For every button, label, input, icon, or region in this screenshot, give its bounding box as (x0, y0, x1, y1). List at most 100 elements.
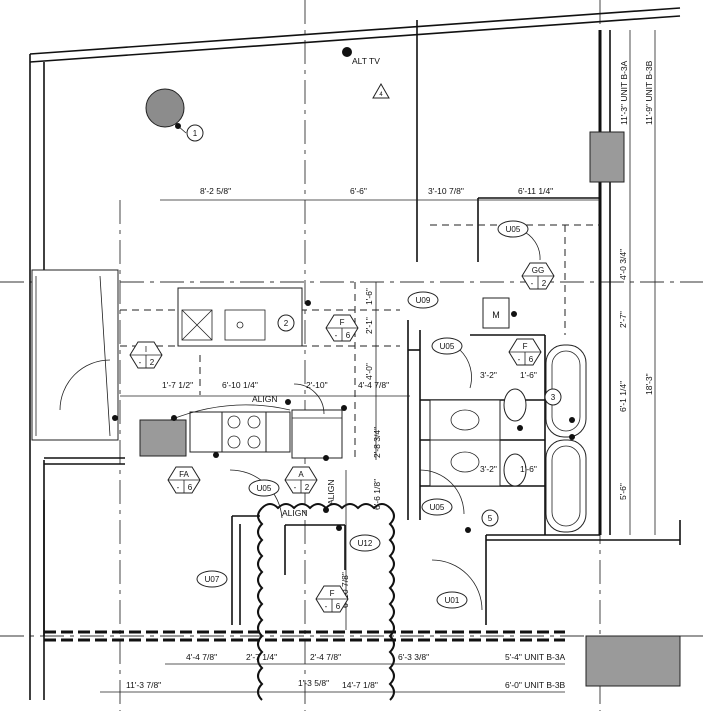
dim-4-0-3: 4'-0 3/4" (618, 249, 628, 280)
door-tags: U05 U09 U05 U05 U05 U12 U07 U01 (196, 220, 529, 609)
hex-tag-f-kitchen: F - 6 (325, 314, 359, 342)
dim-3-10: 3'-10 7/8" (428, 186, 464, 196)
door-tag-u07: U07 (196, 570, 228, 588)
svg-text:-: - (518, 355, 521, 364)
dim-6-3: 6'-3 3/8" (398, 652, 429, 662)
dim-2-7-b: 2'-7 1/4" (246, 652, 277, 662)
svg-text:A: A (298, 470, 304, 479)
svg-text:6: 6 (188, 483, 193, 492)
hex-tag-i: I - 2 (129, 341, 163, 369)
triangle-tag-4: 4 (372, 82, 390, 99)
dim-4-0: 4'-0" (364, 363, 374, 380)
svg-text:U07: U07 (205, 575, 220, 584)
align-label-3: ALIGN (326, 479, 336, 505)
svg-text:-: - (139, 358, 142, 367)
svg-text:F: F (330, 589, 335, 598)
svg-text:U01: U01 (445, 596, 460, 605)
tv-outlet-icon (342, 47, 352, 57)
dim-11-3: 11'-3 7/8" (126, 680, 161, 690)
svg-text:U12: U12 (358, 539, 373, 548)
dim-1-3: 1'-3 5/8" (298, 678, 329, 688)
svg-text:F: F (340, 318, 345, 327)
dim-3-2-b: 3'-2" (480, 464, 497, 474)
junction-dots (112, 300, 575, 533)
svg-text:2: 2 (305, 483, 310, 492)
svg-text:-: - (325, 602, 328, 611)
dim-3-2-a: 3'-2" (480, 370, 497, 380)
svg-text:U05: U05 (257, 484, 272, 493)
dim-14-7: 14'-7 1/8" (342, 680, 378, 690)
door-tag-u09: U09 (407, 291, 439, 309)
svg-text:-: - (335, 331, 338, 340)
dim-2-10: 2'-10" (306, 380, 328, 390)
hex-tags: GG - 2 F - 6 F - 6 F - 6 (129, 262, 555, 613)
dim-6-10-7: 6'-10 7/8" (340, 572, 350, 608)
dimension-labels: 8'-2 5/8" 6'-6" 3'-10 7/8" 6'-11 1/4" 1'… (126, 186, 654, 690)
svg-text:U09: U09 (416, 296, 431, 305)
hex-tag-f-closet: F - 6 (315, 585, 349, 613)
dim-2-7: 2'-7" (618, 311, 628, 328)
svg-text:U05: U05 (440, 342, 455, 351)
svg-text:U05: U05 (430, 503, 445, 512)
door-tag-u05-top: U05 (497, 220, 529, 238)
hex-tag-fa: FA - 6 (167, 466, 201, 494)
circle-tag-5: 5 (481, 509, 499, 527)
dim-2-8: 2'-8 3/4" (372, 427, 382, 458)
note-labels: ALT TV ALIGN ALIGN ALIGN (252, 56, 380, 518)
dim-6-6: 6'-6" (350, 186, 367, 196)
svg-text:3: 3 (551, 393, 556, 402)
svg-text:6: 6 (529, 355, 534, 364)
align-label-1: ALIGN (252, 394, 278, 404)
dim-1-6-c: 1'-6" (520, 464, 537, 474)
kitchen (139, 287, 343, 459)
dim-1-7: 1'-7 1/2" (162, 380, 193, 390)
door-tag-u05-kitchen: U05 (248, 479, 280, 497)
circle-tags: 1 2 3 5 M 4 (175, 47, 562, 527)
door-tag-u12: U12 (349, 534, 381, 552)
exterior-walls (29, 7, 681, 700)
hex-tag-f-bath: F - 6 (508, 338, 542, 366)
dim-4-4: 4'-4 7/8" (358, 380, 389, 390)
svg-text:-: - (177, 483, 180, 492)
dim-8-2: 8'-2 5/8" (200, 186, 231, 196)
door-tag-u05-mid: U05 (431, 337, 463, 355)
dim-6-1: 6'-1 1/4" (618, 381, 628, 412)
unit-b3b-bottom-label: 6'-0" UNIT B-3B (505, 680, 566, 690)
unit-labels: 11'-3" UNIT B-3A 11'-9" UNIT B-3B 5'-4" … (505, 60, 654, 690)
circle-tag-1: 1 (186, 124, 204, 142)
dim-4-4-b: 4'-4 7/8" (186, 652, 217, 662)
svg-text:6: 6 (336, 602, 341, 611)
circle-tag-3: 3 (544, 388, 562, 406)
dim-2-4: 2'-4 7/8" (310, 652, 341, 662)
svg-text:I: I (145, 345, 147, 354)
dim-6-10-4: 6'-10 1/4" (222, 380, 258, 390)
svg-text:1: 1 (193, 129, 198, 138)
hex-tag-a: A - 2 (284, 466, 318, 494)
dim-6-1-8: 6'-6 1/8" (372, 479, 382, 510)
svg-text:-: - (531, 279, 534, 288)
unit-b3b-top-label: 11'-9" UNIT B-3B (644, 60, 654, 125)
align-label-2: ALIGN (282, 508, 308, 518)
circle-tag-2: 2 (277, 314, 295, 332)
svg-text:2: 2 (284, 319, 289, 328)
unit-b3a-bottom-label: 5'-4" UNIT B-3A (505, 652, 566, 662)
dim-1-6-b: 1'-6" (520, 370, 537, 380)
svg-text:GG: GG (532, 266, 544, 275)
svg-text:2: 2 (542, 279, 547, 288)
meter-tag: M (492, 310, 500, 320)
svg-text:2: 2 (150, 358, 155, 367)
svg-text:M: M (492, 310, 500, 320)
dim-6-11: 6'-11 1/4" (518, 186, 553, 196)
svg-text:F: F (523, 342, 528, 351)
dimension-lines (100, 30, 656, 693)
svg-text:4: 4 (379, 92, 383, 98)
svg-text:-: - (294, 483, 297, 492)
svg-text:FA: FA (179, 470, 189, 479)
dim-18-3: 18'-3" (644, 373, 654, 395)
door-tag-u01: U01 (436, 591, 468, 609)
dim-2-1: 2'-1" (364, 317, 374, 334)
alt-tv-label: ALT TV (352, 56, 380, 66)
svg-text:5: 5 (488, 514, 493, 523)
